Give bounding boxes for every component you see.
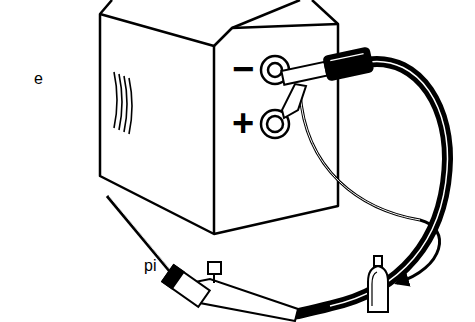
- hose-highlight: [300, 92, 420, 220]
- label-text: e: [34, 70, 43, 87]
- plus-lead: [282, 84, 306, 118]
- cut-off-text: e: [34, 71, 43, 87]
- gas-bottle: [368, 256, 388, 312]
- label-text: −: [232, 48, 254, 90]
- label-text: pi: [144, 257, 156, 274]
- minus-plug: [280, 47, 373, 89]
- terminals: [261, 56, 289, 138]
- hose-highlight: [330, 61, 448, 306]
- polarity-symbol: −: [232, 50, 254, 88]
- label-text: +: [232, 102, 254, 144]
- polarity-symbol: +: [232, 104, 254, 142]
- torch-hose: [296, 61, 448, 314]
- cut-off-text: pi: [144, 258, 156, 274]
- tig-torch: [107, 196, 298, 321]
